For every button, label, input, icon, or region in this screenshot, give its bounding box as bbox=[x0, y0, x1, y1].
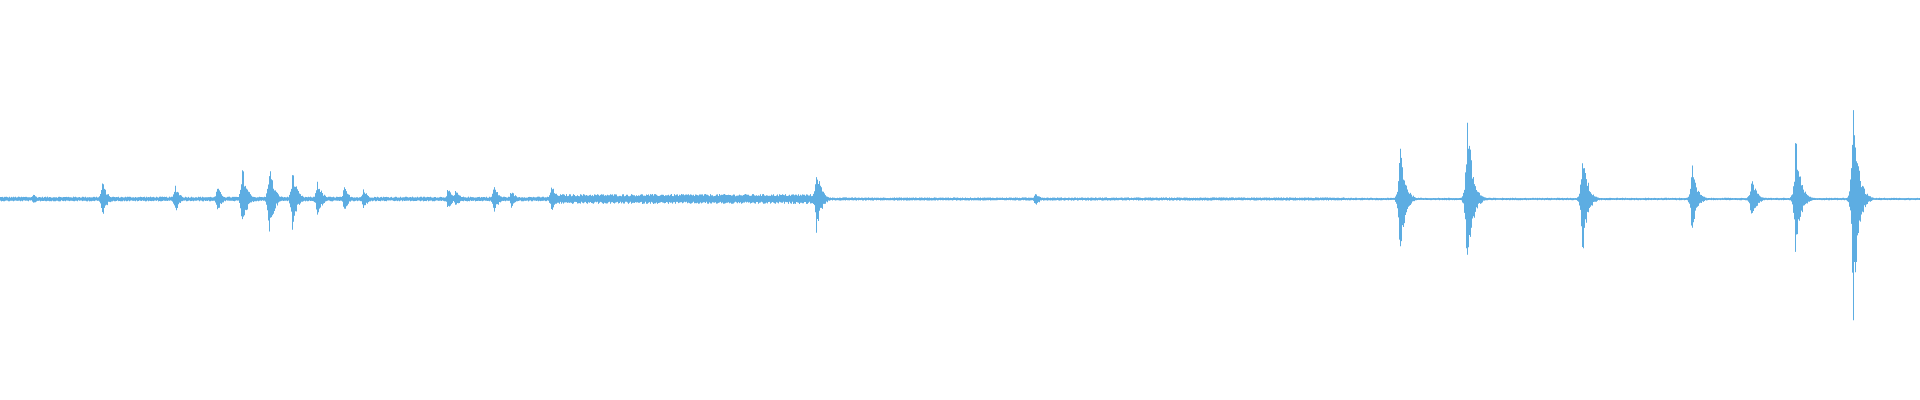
waveform-samples bbox=[0, 110, 1920, 321]
waveform-path bbox=[0, 110, 1920, 321]
